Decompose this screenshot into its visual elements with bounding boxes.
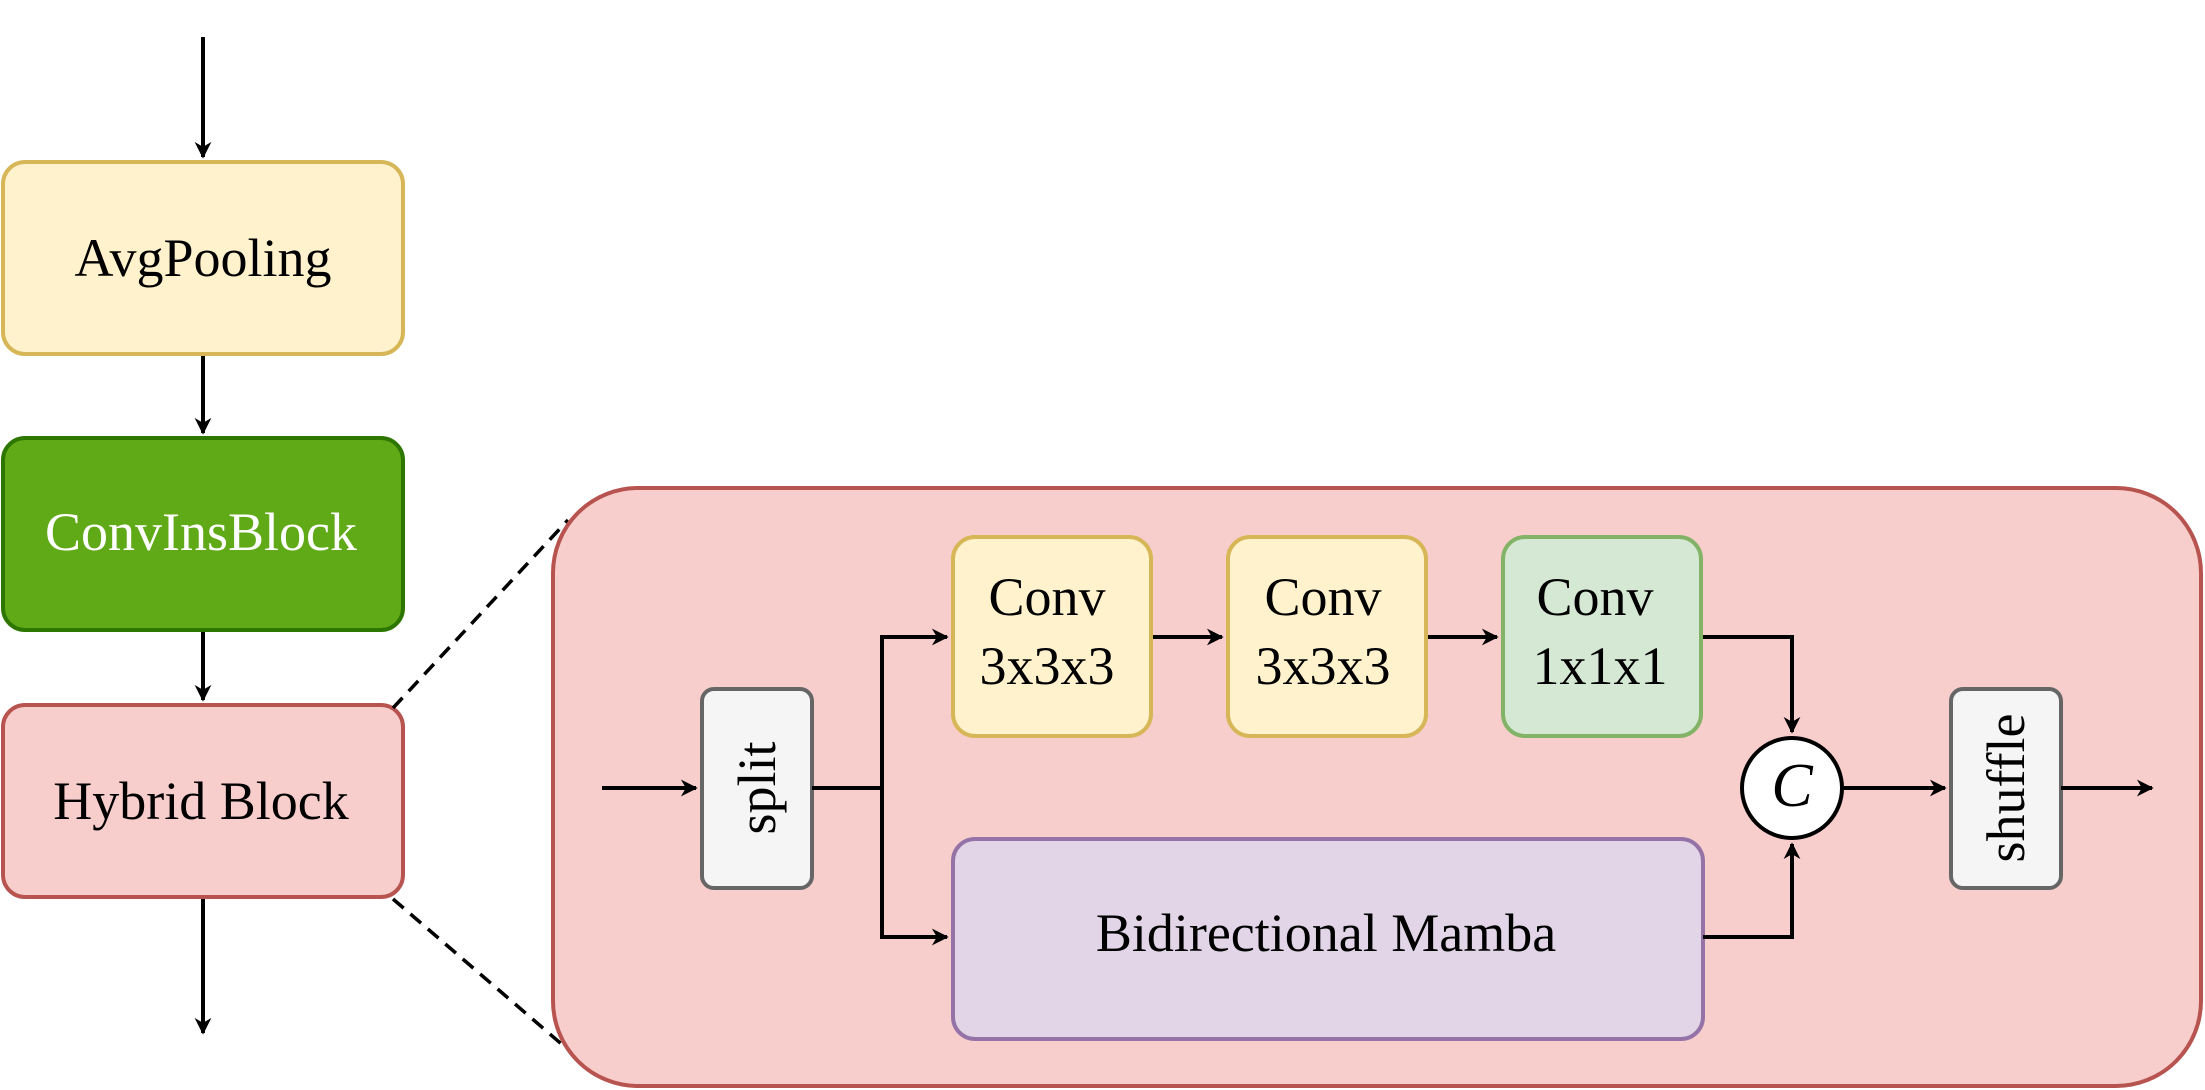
convinsblock-label: ConvInsBlock bbox=[45, 502, 357, 562]
conv-1x1x1-block: Conv 1x1x1 bbox=[1501, 535, 1703, 738]
zoom-connector-bottom bbox=[391, 897, 567, 1049]
conv-3x3x3-block-1: Conv 3x3x3 bbox=[951, 535, 1153, 738]
hybrid-block-label: Hybrid Block bbox=[53, 771, 348, 831]
concat-node: C bbox=[1740, 736, 1844, 840]
mamba-label: Bidirectional Mamba bbox=[1096, 903, 1556, 963]
conv1-line1: Conv bbox=[988, 567, 1105, 627]
bidirectional-mamba-block: Bidirectional Mamba bbox=[951, 837, 1705, 1041]
avgpooling-label: AvgPooling bbox=[74, 228, 331, 288]
hybrid-block: Hybrid Block bbox=[1, 703, 405, 899]
convinsblock-block: ConvInsBlock bbox=[1, 436, 405, 632]
conv3-line1: Conv bbox=[1536, 567, 1653, 627]
conv3-line2: 1x1x1 bbox=[1533, 636, 1668, 696]
zoom-connector-top bbox=[391, 518, 570, 710]
shuffle-block: shuffle bbox=[1949, 687, 2063, 890]
arrow-split-to-conv1 bbox=[880, 628, 949, 788]
split-block: split bbox=[700, 687, 814, 890]
concat-label: C bbox=[1771, 752, 1813, 820]
shuffle-label: shuffle bbox=[1976, 714, 2036, 863]
avgpooling-block: AvgPooling bbox=[1, 160, 405, 356]
conv2-line1: Conv bbox=[1264, 567, 1381, 627]
arrow-split-to-mamba bbox=[880, 788, 949, 946]
arrow-mamba-to-concat bbox=[1703, 842, 1801, 939]
conv2-line2: 3x3x3 bbox=[1256, 636, 1391, 696]
arrow-conv3-to-concat bbox=[1703, 635, 1801, 734]
conv-3x3x3-block-2: Conv 3x3x3 bbox=[1226, 535, 1428, 738]
split-label: split bbox=[727, 741, 787, 834]
conv1-line2: 3x3x3 bbox=[980, 636, 1115, 696]
